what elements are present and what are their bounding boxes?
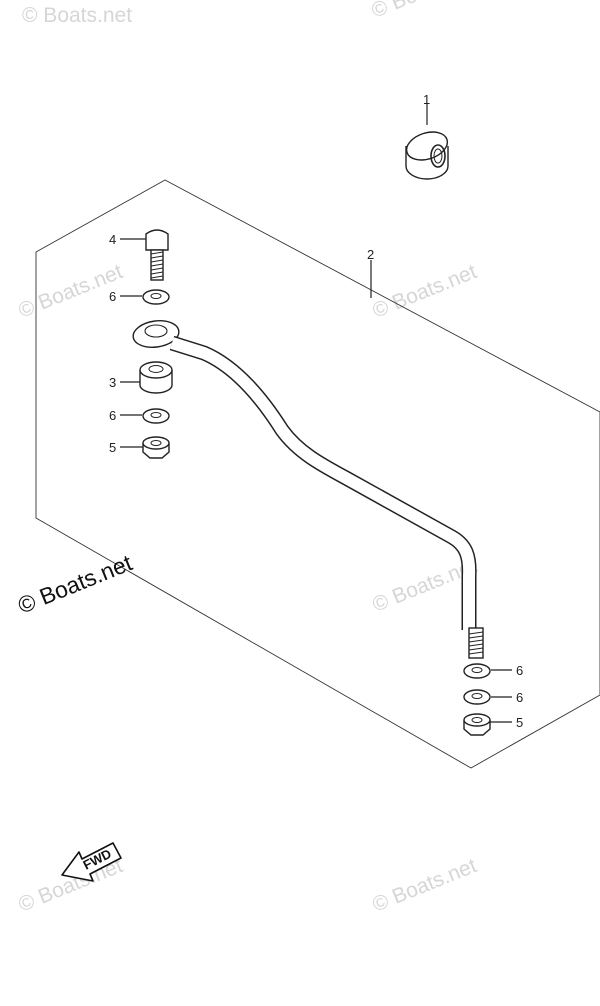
callout-5b: 5: [516, 715, 523, 730]
watermark-top-left: © Boats.net: [22, 4, 132, 27]
part-2-drag-link: [132, 320, 484, 659]
callout-6a: 6: [109, 289, 116, 304]
part-6-washer-right-2: [463, 689, 491, 705]
watermark-mid-right: © Boats.net: [369, 260, 480, 323]
watermark-bottom-right: © Boats.net: [369, 854, 480, 917]
part-4-bolt: [145, 229, 169, 281]
callout-2: 2: [367, 247, 374, 262]
callout-3: 3: [109, 375, 116, 390]
callout-1: 1: [423, 92, 430, 107]
callout-6d: 6: [516, 690, 523, 705]
part-6-washer-right-1: [463, 663, 491, 679]
callout-6b: 6: [109, 408, 116, 423]
part-3-collar: [139, 361, 173, 394]
part-6-washer-middle: [142, 408, 170, 424]
watermark-top-right: © Boats.net: [368, 0, 479, 23]
part-6-washer-upper: [142, 289, 170, 305]
callout-5a: 5: [109, 440, 116, 455]
callout-6c: 6: [516, 663, 523, 678]
part-5-nut-right: [463, 713, 491, 736]
watermark-group: © Boats.net © Boats.net © Boats.net © Bo…: [15, 0, 480, 917]
assembly-outline: [35, 179, 600, 769]
callout-4: 4: [109, 232, 116, 247]
watermark-main: © Boats.net: [14, 549, 136, 618]
part-5-nut-upper: [142, 436, 170, 459]
part-1-bushing: [405, 131, 449, 180]
